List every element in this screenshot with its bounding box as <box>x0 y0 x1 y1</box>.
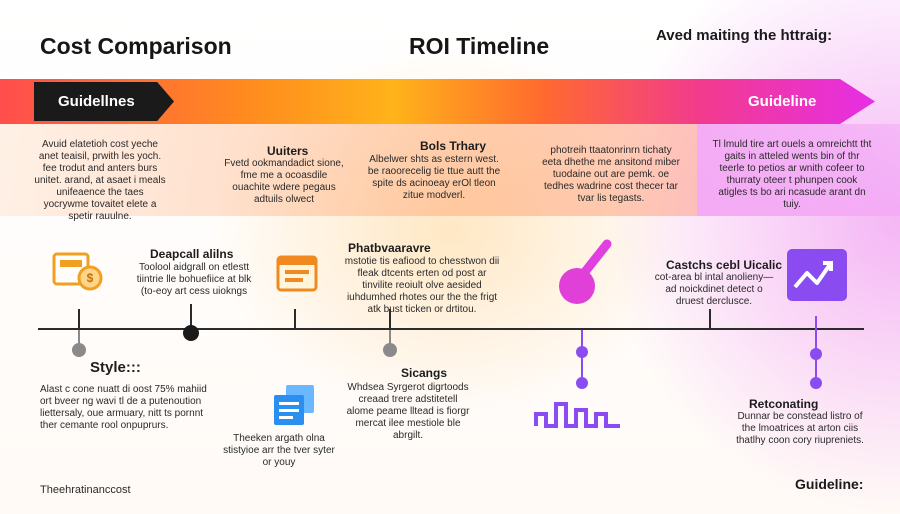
timeline-tick <box>78 309 80 329</box>
documents-icon <box>274 385 314 425</box>
upper-block1-text: Toolool aidgrall on etlestt tiintrie lle… <box>136 262 252 297</box>
upper-block1-title: Deapcall alilns <box>150 247 234 261</box>
timeline-marker-purple <box>576 377 588 389</box>
lower-block1-title: Style::: <box>90 359 141 376</box>
timeline-tick <box>294 309 296 329</box>
band-right-label: Guideline <box>748 93 817 110</box>
panel-col5-text: Tl lmuld tire art ouels a omreichtt tht … <box>712 139 872 210</box>
panel-col3-title: Bols Trhary <box>420 139 487 153</box>
panel-col1-text: Avuid elatetioh cost yeche anet teaisil,… <box>34 139 166 222</box>
timeline-marker-purple <box>810 377 822 389</box>
lower-block4-text: Dunnar be constead listro of the lmoatri… <box>736 411 864 446</box>
lower-block2-text: Theeken argath olna stistyioe arr the tv… <box>223 433 335 468</box>
lower-block4-title: Retconating <box>749 397 819 411</box>
panel-col4-text: photreih ttaatonrinrn tichaty eeta dheth… <box>542 145 680 204</box>
magnifier-icon <box>559 239 612 304</box>
upper-block2-text: mstotie tis eafiood to chesstwon dii fle… <box>344 256 500 315</box>
footer-left-text: Theehratinanccost <box>40 484 131 496</box>
title-cost-comparison: Cost Comparison <box>40 33 232 59</box>
panel-col2-title: Uuiters <box>267 144 309 158</box>
header-right-caption: Aved maiting the httraig: <box>656 27 833 44</box>
calendar-icon <box>276 255 318 292</box>
marker-stem <box>78 330 80 352</box>
upper-block2-title: Phatbvaaravre <box>348 241 431 255</box>
marker-stem <box>389 330 391 352</box>
timeline-marker-purple <box>576 346 588 358</box>
timeline-tick <box>709 309 711 329</box>
timeline-marker-purple <box>810 348 822 360</box>
timeline-marker-dark <box>183 325 199 341</box>
timeline-marker-gray <box>383 343 397 357</box>
timeline-stem <box>190 304 192 328</box>
lower-block3-text: Whdsea Syrgerot digrtoods creaad trere a… <box>346 382 470 441</box>
title-roi-timeline: ROI Timeline <box>409 33 550 59</box>
band-left-label: Guidellnes <box>58 93 135 110</box>
footer-right-label: Guideline: <box>795 476 864 492</box>
bar-blocks-icon <box>534 402 620 428</box>
guidelines-arrow <box>34 82 174 121</box>
calculator-icon: $ <box>52 252 103 291</box>
lower-block3-title: Sicangs <box>401 366 448 380</box>
panel-col3-text: Albelwer shts as estern west. be raoorec… <box>367 154 501 201</box>
chart-growth-icon <box>787 249 847 301</box>
info-panel-left <box>0 124 697 216</box>
timeline-axis <box>38 328 864 330</box>
upper-block3-title: Castchs cebl Uicalic <box>666 258 783 272</box>
upper-block3-text: cot-area bl intal anolieny— ad noickdine… <box>654 272 774 307</box>
timeline-tick <box>389 309 391 329</box>
lower-block1-text: Alast c cone nuatt di oost 75% mahiid or… <box>40 384 207 431</box>
info-panel-right <box>697 124 900 216</box>
panel-col2-text: Fvetd ookmandadict sione, fme me a ocoas… <box>224 158 344 205</box>
svg-text:$: $ <box>87 271 94 285</box>
timeline-marker-gray <box>72 343 86 357</box>
